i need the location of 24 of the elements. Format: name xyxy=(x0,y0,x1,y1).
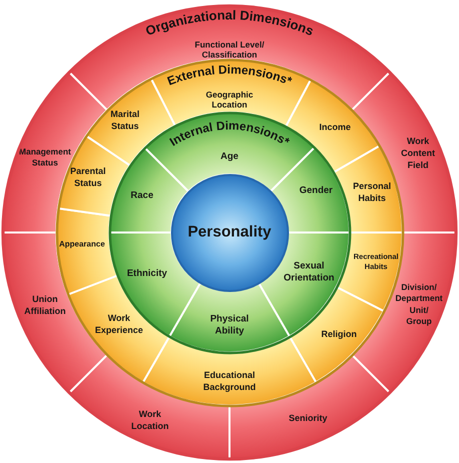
segment-label: Division/ Department Unit/ Group xyxy=(395,282,443,328)
center-label: Personality xyxy=(188,223,272,242)
segment-label: Work Content Field xyxy=(401,134,435,172)
segment-label: Functional Level/ Classification xyxy=(194,39,266,60)
segment-label: Religion xyxy=(321,328,357,340)
segment-label: Work Experience xyxy=(94,312,144,336)
segment-label: Sexual Orientation xyxy=(284,260,334,286)
segment-label: Union Affiliation xyxy=(24,292,66,318)
segment-label: Seniority xyxy=(288,412,328,424)
segment-label: Race xyxy=(130,190,154,202)
segment-label: Work Location xyxy=(131,408,169,432)
segment-label: Appearance xyxy=(59,240,105,250)
segment-label: Income xyxy=(319,120,351,134)
segment-label: Marital Status xyxy=(110,108,140,132)
segment-label: Management Status xyxy=(19,146,71,168)
segment-label: Physical Ability xyxy=(210,314,249,338)
ring-title: External Dimensions* xyxy=(165,62,294,88)
segment-label: Educational Background xyxy=(203,368,256,394)
segment-label: Age xyxy=(220,150,238,164)
segment-label: Ethnicity xyxy=(126,268,168,280)
segment-label: Personal Habits xyxy=(352,180,392,204)
segment-label: Parental Status xyxy=(70,164,106,190)
segment-label: Geographic Location xyxy=(206,89,254,110)
segment-label: Gender xyxy=(299,184,333,198)
